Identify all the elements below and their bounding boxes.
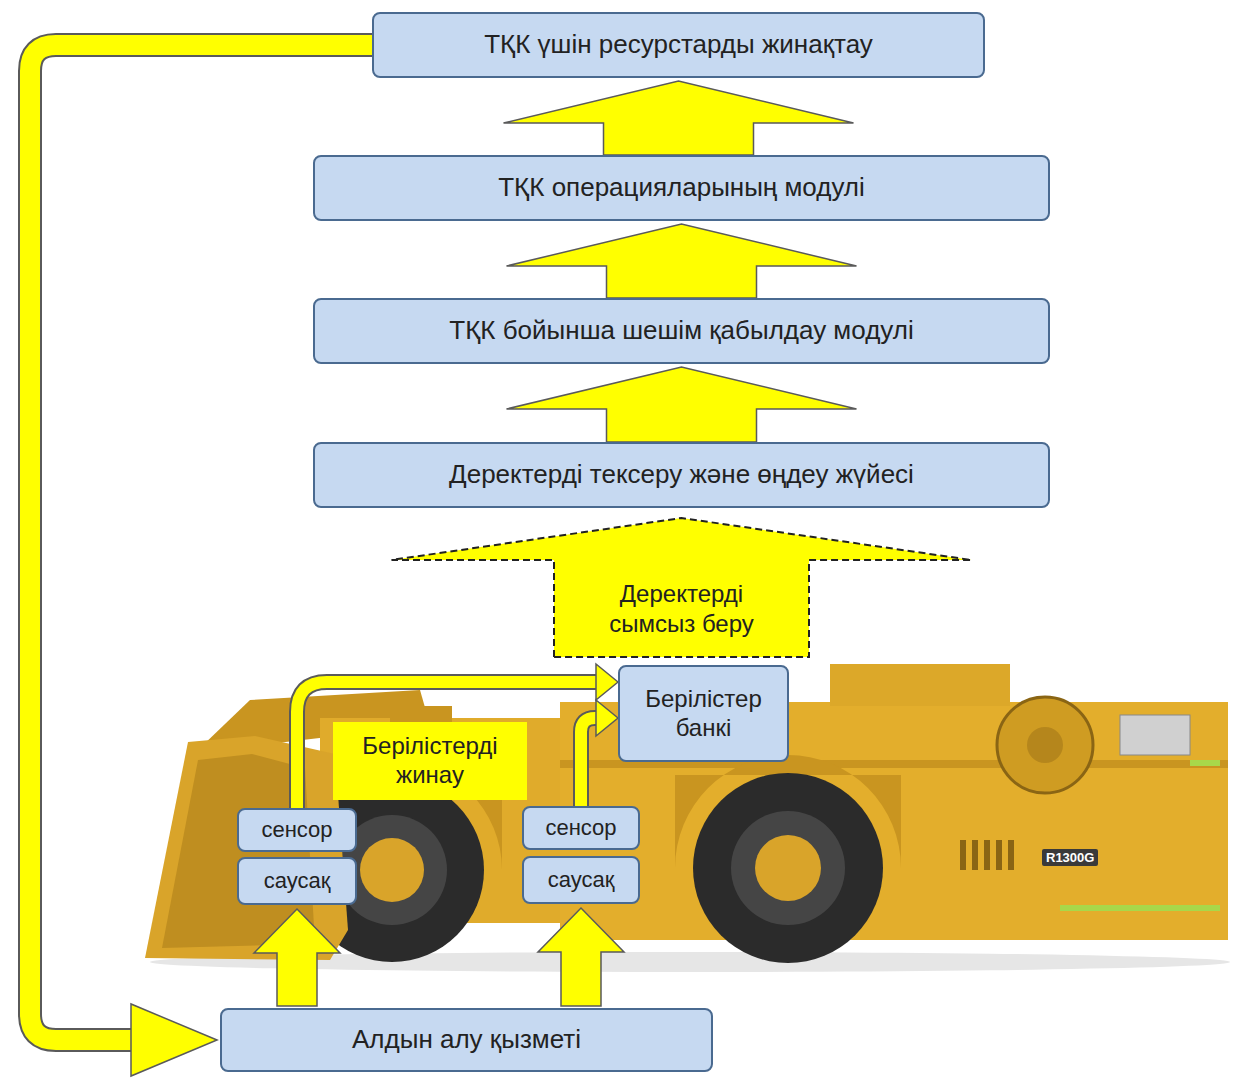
node-text: Берілістер банкі xyxy=(630,685,777,743)
block-arrow xyxy=(538,908,624,1006)
sensor-box: сенсор xyxy=(522,806,640,850)
arrow-head xyxy=(131,1004,217,1076)
reel-hub xyxy=(1027,727,1063,763)
rear-tire xyxy=(693,773,883,963)
finger-box: саусақ xyxy=(522,856,640,904)
connector-arrow xyxy=(254,909,340,1006)
reflector xyxy=(1190,760,1220,766)
node-text: сенсор xyxy=(545,815,616,841)
arrow-outline xyxy=(297,682,598,808)
connector-arrow xyxy=(297,664,618,808)
sensor-box: сенсор xyxy=(237,808,357,852)
block-arrow xyxy=(254,909,340,1006)
finger-box: саусақ xyxy=(237,857,357,905)
node-text: сенсор xyxy=(261,817,332,843)
panel xyxy=(1120,715,1190,755)
wireless-arrow xyxy=(392,518,972,657)
cable-reel xyxy=(997,697,1093,793)
grille xyxy=(960,840,1014,870)
block-arrow xyxy=(504,81,854,155)
edge-label: Деректерді сымсыз беру xyxy=(589,579,774,639)
arrow-head xyxy=(596,664,618,700)
node-text: Берілістерді жинау xyxy=(345,732,515,790)
service-box: Алдын алу қызметі xyxy=(220,1008,713,1072)
node-text: саусақ xyxy=(264,868,331,894)
module-box: ТҚК операцияларының модулі xyxy=(313,155,1050,221)
connector-arrow xyxy=(504,81,854,155)
tire-rim xyxy=(731,811,845,925)
connector-arrow xyxy=(507,367,857,442)
data-bank-box: Берілістер банкі xyxy=(618,665,789,762)
node-text: саусақ xyxy=(548,867,615,893)
node-text: Алдын алу қызметі xyxy=(352,1024,581,1055)
connector-arrow xyxy=(507,224,857,298)
wheel-hub xyxy=(360,838,424,902)
reflector xyxy=(1060,905,1220,911)
node-text: Деректерді тексеру және өңдеу жүйесі xyxy=(449,459,914,490)
connector-arrow xyxy=(392,518,972,657)
resource-box: ТҚК үшін ресурстарды жинақтау xyxy=(372,12,985,78)
module-box: ТҚК бойынша шешім қабылдау модулі xyxy=(313,298,1050,364)
engine-hood xyxy=(830,664,1010,706)
collection-box: Берілістерді жинау xyxy=(333,722,527,800)
node-text: ТҚК үшін ресурстарды жинақтау xyxy=(484,29,873,60)
connector-arrow xyxy=(581,700,618,806)
arrow-body xyxy=(297,682,598,808)
node-text: ТҚК бойынша шешім қабылдау модулі xyxy=(449,315,913,346)
node-text: ТҚК операцияларының модулі xyxy=(498,172,865,203)
model-plate: R1300G xyxy=(1042,849,1098,866)
block-arrow xyxy=(507,224,857,298)
system-box: Деректерді тексеру және өңдеу жүйесі xyxy=(313,442,1050,508)
wheel-hub xyxy=(755,835,821,901)
arrow-head xyxy=(596,700,618,736)
block-arrow xyxy=(507,367,857,442)
connector-arrow xyxy=(538,908,624,1006)
